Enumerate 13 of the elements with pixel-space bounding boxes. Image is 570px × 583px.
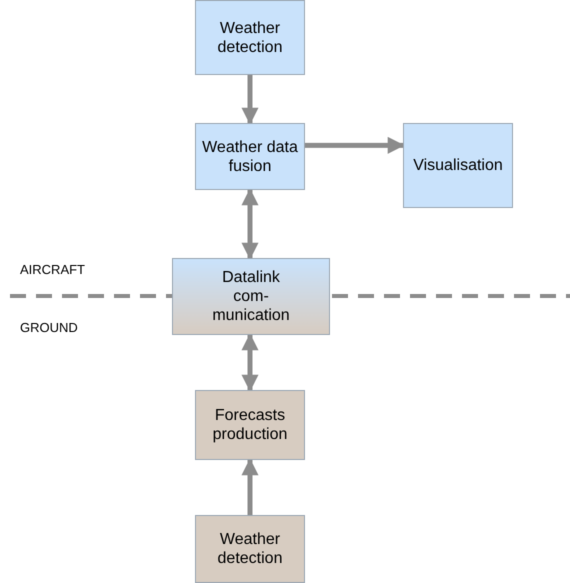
- process-box: Weather data fusion: [195, 123, 305, 190]
- process-box: Datalink com- munication: [172, 258, 330, 335]
- arrow: [242, 333, 258, 392]
- arrow: [242, 75, 258, 125]
- process-box: Weather detection: [195, 0, 305, 75]
- arrow: [305, 136, 405, 154]
- arrow: [242, 188, 258, 260]
- process-box: Forecasts production: [195, 390, 305, 460]
- process-box: Weather detection: [195, 515, 305, 583]
- region-label: GROUND: [20, 320, 78, 335]
- process-box: Visualisation: [403, 123, 513, 208]
- region-label: AIRCRAFT: [20, 262, 85, 277]
- arrow: [242, 458, 258, 515]
